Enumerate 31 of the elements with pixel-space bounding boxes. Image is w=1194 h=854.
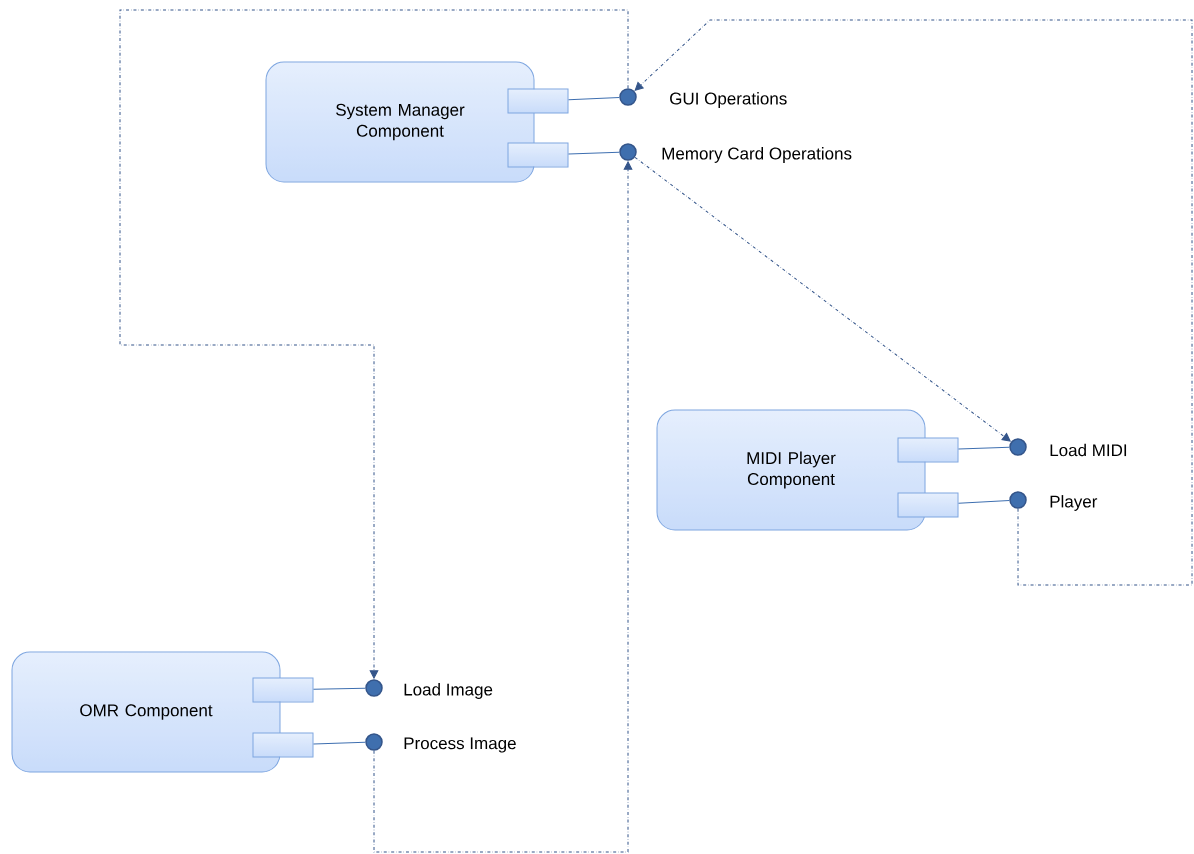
connector-line [568, 151, 620, 155]
connector-line [313, 741, 366, 745]
component-box: OMR Component [11, 651, 281, 773]
interface-circle [365, 733, 383, 751]
interface-label: Load Image [404, 683, 493, 699]
interface-circle [1009, 491, 1027, 509]
port-box [507, 142, 569, 168]
dependency-arrow [373, 161, 633, 853]
port-box [252, 732, 314, 758]
connector-line [958, 500, 1010, 504]
component-box: MIDI Player Component [656, 409, 926, 531]
connector-line [313, 687, 366, 690]
port-box [897, 437, 959, 463]
interface-label: GUI Operations [670, 92, 787, 108]
component-box: System Manager Component [265, 61, 535, 183]
dependency-arrow [119, 9, 629, 679]
connector-line [958, 446, 1010, 450]
interface-circle [619, 143, 637, 161]
interface-label: Process Image [404, 737, 516, 753]
port-box [507, 88, 569, 114]
dependency-arrow [634, 156, 1011, 442]
interface-circle [619, 88, 637, 106]
port-box [252, 677, 314, 703]
port-box [897, 492, 959, 518]
interface-label: Memory Card Operations [662, 147, 852, 163]
interface-circle [365, 679, 383, 697]
connector-line [568, 96, 620, 101]
interface-circle [1009, 438, 1027, 456]
dependency-arrow [634, 19, 1193, 586]
interface-label: Load MIDI [1050, 443, 1127, 457]
interface-label: Player [1050, 495, 1098, 511]
